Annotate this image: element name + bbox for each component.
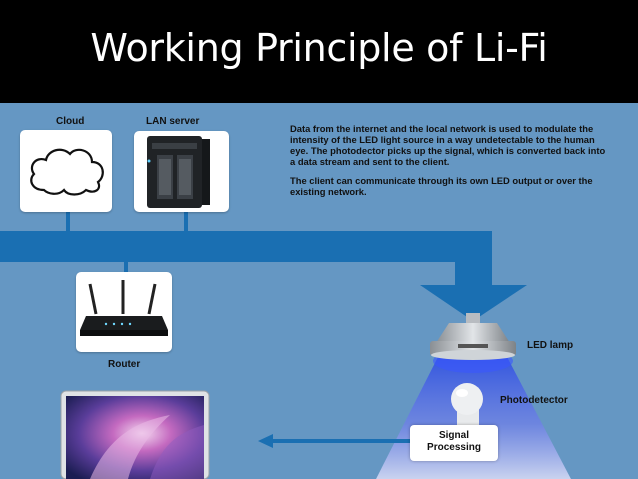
led-lamp-label: LED lamp [527, 340, 574, 351]
diagram-panel: Cloud LAN server Data from the internet … [0, 103, 638, 479]
cloud-connector [66, 211, 70, 233]
photodetector-label: Photodetector [500, 395, 568, 406]
photodetector-icon [451, 383, 483, 425]
cloud-card [20, 130, 112, 212]
lan-server-card [134, 131, 229, 212]
down-arrow [420, 285, 527, 321]
router-card [76, 272, 172, 352]
description-paragraph-1: Data from the internet and the local net… [290, 123, 606, 167]
router-label: Router [108, 359, 141, 370]
server-icon [147, 136, 210, 208]
server-connector [184, 211, 188, 233]
signal-processing-line-2: Processing [427, 442, 481, 453]
laptop-icon [60, 390, 210, 479]
network-bus [0, 231, 492, 262]
description-paragraph-2: The client can communicate through its o… [290, 174, 593, 197]
diagram-graphics [60, 211, 571, 479]
signal-processing-line-1: Signal [438, 430, 469, 441]
router-icon [80, 280, 168, 336]
title-bar: Working Principle of Li-Fi [0, 0, 638, 103]
slide-title: Working Principle of Li-Fi [90, 26, 548, 70]
cloud-label: Cloud [56, 116, 85, 127]
lan-server-label: LAN server [146, 116, 200, 127]
led-lamp-icon [430, 313, 516, 360]
cloud-icon [30, 148, 104, 196]
return-arrow-head [258, 434, 273, 448]
bus-drop [455, 231, 492, 285]
signal-processing-box: Signal Processing [410, 425, 498, 461]
router-connector [124, 260, 128, 272]
description: Data from the internet and the local net… [290, 123, 608, 197]
